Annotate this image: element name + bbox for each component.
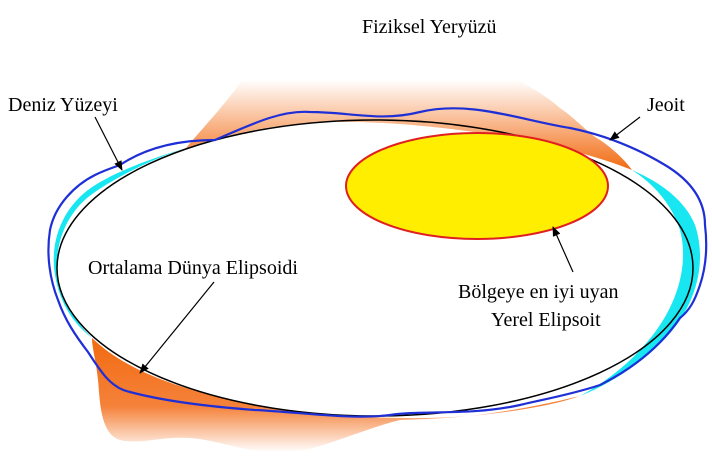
sea-surface-arrow [95,117,122,170]
sea-surface-left [54,148,186,338]
mean-ellipsoid-arrow [140,282,214,373]
local-ellipsoid-arrow [553,227,573,272]
geoid-arrow [610,117,640,140]
label-physical-surface: Fiziksel Yeryüzü [362,16,496,38]
label-mean-earth-ellipsoid: Ortalama Dünya Elipsoidi [88,257,298,279]
physical-surface-bottom-left [92,338,580,452]
label-geoid: Jeoit [647,94,685,116]
local-ellipsoid [346,133,608,239]
label-local-ellipsoid-line1: Bölgeye en iyi uyan [458,281,619,303]
label-local-ellipsoid-line2: Yerel Elipsoit [491,309,601,331]
label-sea-surface: Deniz Yüzeyi [8,94,118,116]
